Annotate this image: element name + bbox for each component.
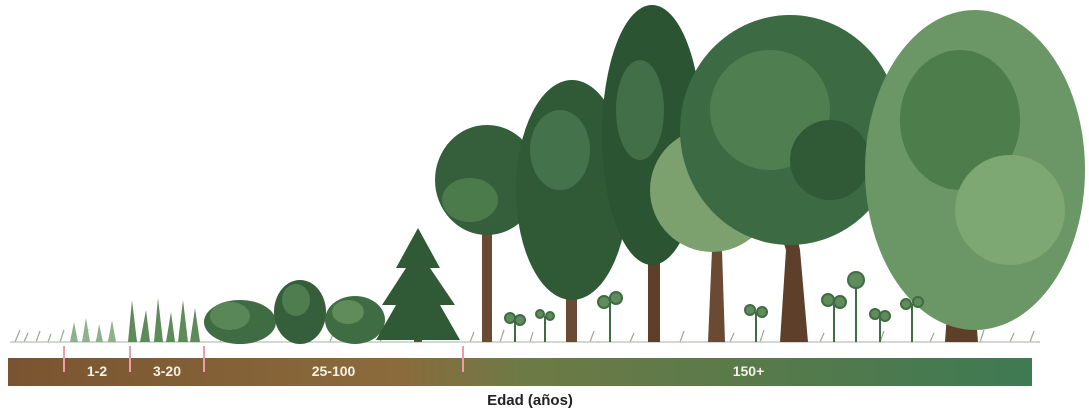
shrubs xyxy=(204,280,385,344)
age-label-3-20: 3-20 xyxy=(132,360,202,382)
age-label-150-plus: 150+ xyxy=(465,360,1032,382)
age-label-1-2: 1-2 xyxy=(66,360,128,382)
axis-title: Edad (años) xyxy=(400,392,660,409)
herbaceous-plants xyxy=(128,298,200,342)
grass-tufts xyxy=(70,318,116,342)
age-label-25-100: 25-100 xyxy=(206,360,461,382)
young-conifer xyxy=(376,228,460,342)
grass-strip xyxy=(10,329,1040,342)
broadleaf-trees xyxy=(650,10,1085,342)
